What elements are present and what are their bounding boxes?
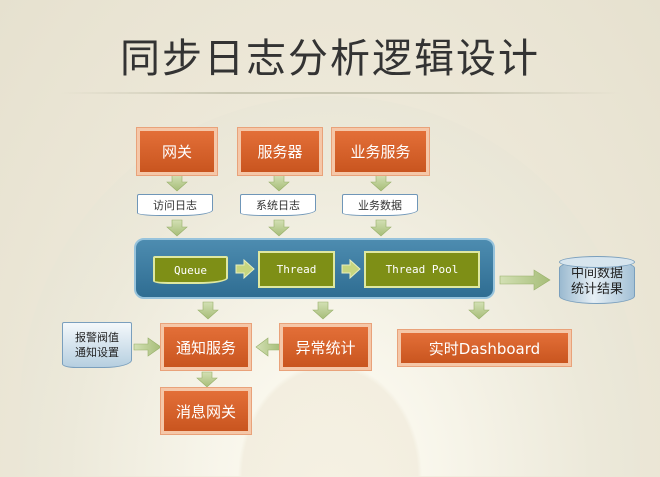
queue-box: Queue: [153, 256, 228, 284]
stats-result-label: 中间数据 统计结果: [570, 266, 623, 297]
arrow-gateway-down: [166, 174, 188, 192]
business-data-tag: 业务数据: [342, 194, 418, 216]
arrow-system-down: [268, 219, 290, 237]
notify-service-box: 通知服务: [161, 324, 251, 370]
message-gateway-box: 消息网关: [161, 388, 251, 434]
arrow-notify-msg: [196, 371, 218, 388]
arrow-thread-pool: [341, 258, 361, 280]
arrow-anomaly-notify: [255, 337, 281, 357]
arrow-access-down: [166, 219, 188, 237]
arrow-panel-notify: [197, 301, 219, 320]
arrow-bizdata-down: [370, 219, 392, 237]
arrow-panel-anomaly: [312, 301, 334, 320]
anomaly-stats-box: 异常统计: [280, 324, 371, 370]
arrow-panel-stats: [499, 269, 551, 291]
business-service-box: 业务服务: [332, 128, 429, 175]
system-log-tag: 系统日志: [240, 194, 316, 216]
thread-pool-box: Thread Pool: [364, 251, 480, 288]
thread-box: Thread: [258, 251, 335, 288]
server-box: 服务器: [238, 128, 322, 175]
gateway-box: 网关: [137, 128, 217, 175]
access-log-tag: 访问日志: [137, 194, 213, 216]
arrow-panel-dashboard: [468, 301, 490, 320]
arrow-queue-thread: [235, 258, 255, 280]
alarm-setting-doc: 报警阀值 通知设置: [62, 322, 132, 368]
arrow-server-down: [268, 174, 290, 192]
arrow-business-down: [370, 174, 392, 192]
arrow-alarm-notify: [133, 337, 162, 357]
dashboard-box: 实时Dashboard: [398, 330, 571, 366]
stats-result-store-top: [559, 256, 635, 268]
title-divider: [60, 92, 620, 94]
page-title: 同步日志分析逻辑设计: [120, 36, 540, 82]
stats-result-store: 中间数据 统计结果: [559, 260, 635, 304]
alarm-setting-label: 报警阀值 通知设置: [75, 331, 119, 359]
